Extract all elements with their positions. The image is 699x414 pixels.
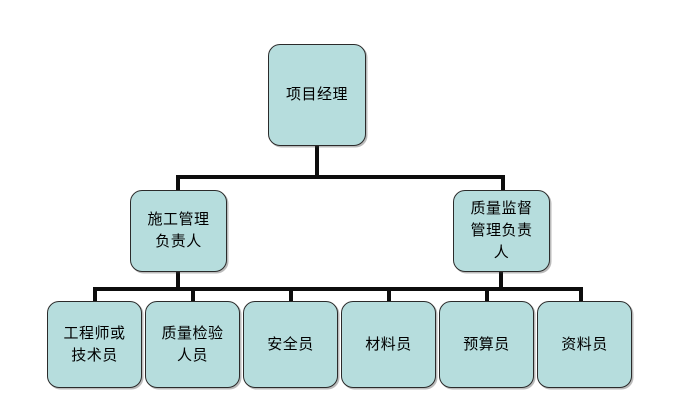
connector-bar-level3	[93, 287, 583, 291]
connector-stem-quality-supervision-lead	[499, 272, 503, 291]
node-safety-officer[interactable]: 安全员	[243, 301, 338, 388]
connector-drop-safety-officer	[289, 287, 293, 303]
node-materials-officer[interactable]: 材料员	[341, 301, 436, 388]
connector-drop-engineer-or-technician	[93, 287, 97, 303]
node-quality-inspector[interactable]: 质量检验 人员	[145, 301, 240, 388]
node-label-quality-supervision-lead: 质量监督 管理负责 人	[470, 199, 533, 261]
connector-drop-budget-officer	[485, 287, 489, 303]
node-quality-supervision-lead[interactable]: 质量监督 管理负责 人	[453, 190, 550, 272]
node-label-quality-inspector: 质量检验 人员	[161, 323, 224, 364]
node-label-safety-officer: 安全员	[267, 334, 314, 353]
node-engineer-or-technician[interactable]: 工程师或 技术员	[47, 301, 142, 388]
connector-drop-materials-officer	[387, 287, 391, 303]
node-label-engineer-or-technician: 工程师或 技术员	[63, 323, 126, 364]
node-budget-officer[interactable]: 预算员	[439, 301, 534, 388]
connector-drop-construction-management-lead	[176, 175, 180, 192]
connector-stem-construction-management-lead	[176, 272, 180, 291]
node-documentation-officer[interactable]: 资料员	[537, 301, 632, 388]
connector-drop-quality-inspector	[191, 287, 195, 303]
node-label-project-manager: 项目经理	[285, 85, 348, 104]
connector-drop-quality-supervision-lead	[501, 175, 505, 192]
node-label-materials-officer: 材料员	[365, 334, 412, 353]
node-label-construction-management-lead: 施工管理 负责人	[147, 210, 210, 250]
node-label-documentation-officer: 资料员	[561, 334, 608, 353]
node-label-budget-officer: 预算员	[463, 334, 510, 353]
connector-stem-level1	[315, 146, 319, 178]
connector-bar-level2	[176, 175, 505, 179]
node-project-manager[interactable]: 项目经理	[268, 44, 366, 146]
connector-drop-documentation-officer	[579, 287, 583, 303]
node-construction-management-lead[interactable]: 施工管理 负责人	[130, 190, 227, 272]
